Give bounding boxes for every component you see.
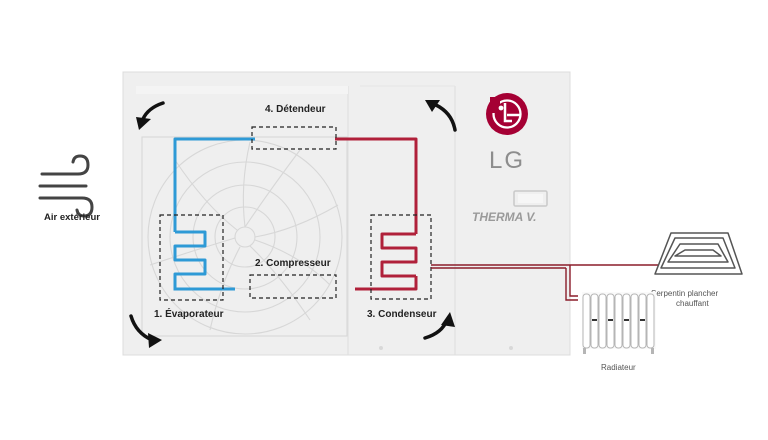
curved-arrow-head-icon [425, 100, 440, 112]
water-circuit [431, 264, 658, 301]
curved-arrow-icon [434, 103, 457, 132]
curved-arrow-head-icon [441, 312, 455, 327]
therma-v-brand: THERMA V. [472, 210, 536, 224]
evaporator-label: 1. Évaporateur [154, 307, 224, 320]
floor-coil-label-line1: Serpentin plancher [651, 289, 718, 298]
curved-arrow-head-icon [136, 117, 151, 130]
expansion-valve-box [251, 126, 337, 150]
condenser-label: 3. Condenseur [367, 309, 437, 320]
curved-arrow-head-icon [148, 333, 162, 348]
radiator-label: Radiateur [601, 363, 636, 372]
fan-grille [141, 136, 348, 337]
lg-logo [486, 93, 528, 135]
evaporator-box [159, 214, 224, 301]
expansion-valve-label: 4. Détendeur [265, 104, 326, 115]
lg-brand-text: LG [489, 147, 525, 174]
floor-coil-icon [654, 232, 743, 275]
floor-coil-label-line2: chauffant [676, 299, 710, 308]
curved-arrow-icon [141, 101, 165, 121]
refrigerant-loop-cold [173, 137, 255, 284]
compressor-box [249, 274, 337, 299]
status-window [513, 190, 548, 207]
status-window-inner [518, 194, 543, 203]
wind-icon [38, 154, 94, 218]
condenser-box [370, 214, 432, 300]
outdoor-air-label: Air extérieur [44, 212, 100, 223]
refrigerant-loop-transition [173, 284, 235, 291]
radiator-icon [582, 292, 656, 354]
refrigerant-loop-hot [335, 137, 418, 291]
compressor-label: 2. Compresseur [255, 258, 331, 269]
